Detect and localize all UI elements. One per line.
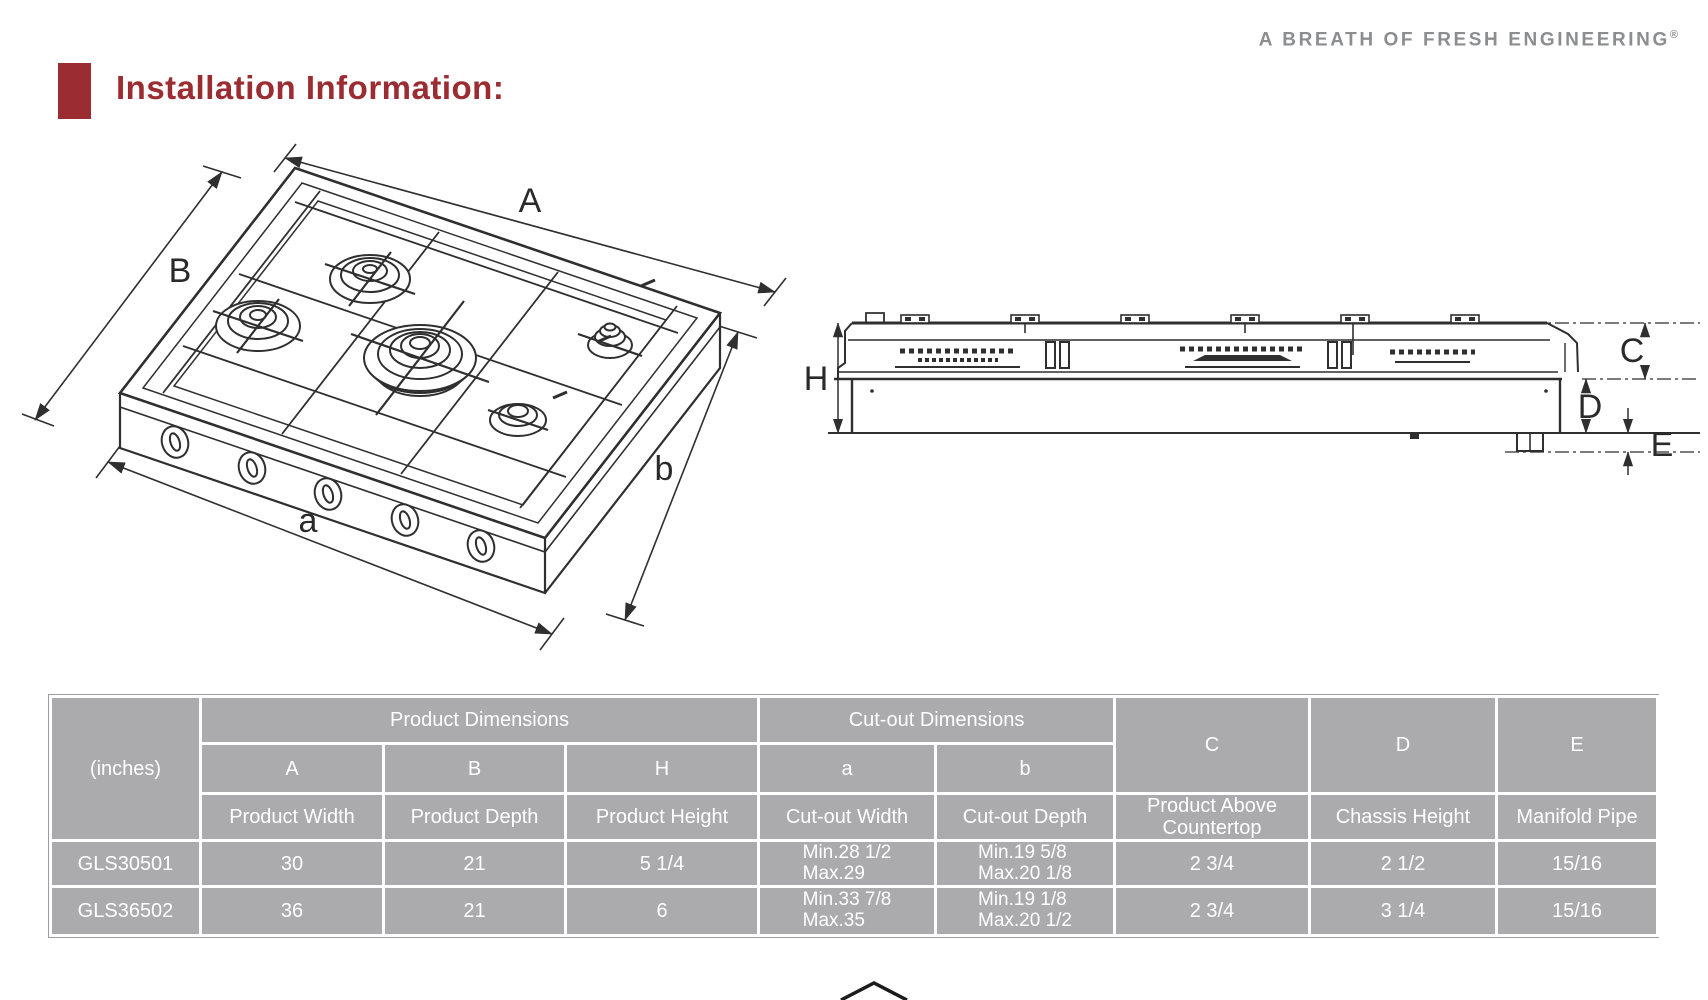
cooktop-isometric-diagram: A B a b — [21, 143, 787, 651]
cooktop-side-profile-diagram: H C D E — [804, 312, 1700, 475]
col-name-cutout-width: Cut-out Width — [757, 792, 937, 842]
col-letter-A: A — [199, 742, 385, 795]
value-A: 30 — [199, 839, 385, 888]
col-letter-b: b — [934, 742, 1116, 795]
dim-label-a: a — [299, 502, 318, 540]
value-C: 2 3/4 — [1113, 839, 1311, 888]
model-name: GLS36502 — [49, 885, 202, 937]
dimensions-table-wrap: (inches) Product Dimensions Cut-out Dime… — [48, 694, 1659, 938]
dim-label-E: E — [1651, 426, 1674, 464]
value-D: 3 1/4 — [1308, 885, 1498, 937]
col-letter-D: D — [1308, 695, 1498, 795]
value-H: 5 1/4 — [564, 839, 760, 888]
side-dimension-lines — [832, 322, 1700, 475]
col-name-product-height: Product Height — [564, 792, 760, 842]
col-name-product-depth: Product Depth — [382, 792, 567, 842]
col-name-product-above-countertop: Product Above Countertop — [1113, 792, 1311, 842]
col-name-product-width: Product Width — [199, 792, 385, 842]
value-D: 2 1/2 — [1308, 839, 1498, 888]
brand-tagline: A BREATH OF FRESH ENGINEERING® — [1259, 29, 1678, 51]
dim-label-H: H — [804, 360, 829, 398]
group-cutout-dimensions: Cut-out Dimensions — [757, 695, 1116, 745]
page-title: Installation Information: — [116, 69, 505, 106]
dim-label-D: D — [1578, 388, 1603, 426]
burner-internal-details — [870, 341, 1548, 393]
burner-center-wok — [363, 324, 477, 397]
group-product-dimensions: Product Dimensions — [199, 695, 760, 745]
value-B: 21 — [382, 885, 567, 937]
dim-label-A: A — [519, 182, 542, 220]
burner-mount-tabs — [900, 314, 1480, 355]
header-name-row: Product Width Product Depth Product Heig… — [51, 792, 1659, 842]
value-E: 15/16 — [1495, 885, 1659, 937]
dim-label-C: C — [1620, 332, 1645, 370]
value-C: 2 3/4 — [1113, 885, 1311, 937]
header-group-row: (inches) Product Dimensions Cut-out Dime… — [49, 695, 1659, 842]
col-name-chassis-height: Chassis Height — [1308, 792, 1498, 842]
dim-label-B: B — [169, 252, 192, 290]
value-H: 6 — [564, 885, 760, 937]
col-letter-a: a — [757, 742, 937, 795]
side-profile-body — [828, 312, 1700, 452]
value-A: 36 — [199, 885, 385, 937]
col-name-cutout-depth: Cut-out Depth — [934, 792, 1116, 842]
chevron-up-icon — [840, 981, 908, 1000]
iso-dimension-lines — [21, 143, 787, 651]
unit-label-cell: (inches) — [49, 695, 202, 842]
registered-mark: ® — [1669, 29, 1678, 41]
dimensions-table: (inches) Product Dimensions Cut-out Dime… — [49, 695, 1659, 937]
value-B: 21 — [382, 839, 567, 888]
col-letter-B: B — [382, 742, 567, 795]
dim-label-b: b — [655, 450, 674, 488]
col-letter-C: C — [1113, 695, 1311, 795]
section-bullet — [58, 63, 91, 119]
col-letter-E: E — [1495, 695, 1659, 795]
col-name-manifold-pipe: Manifold Pipe — [1495, 792, 1659, 842]
model-name: GLS30501 — [49, 839, 202, 888]
col-letter-H: H — [564, 742, 760, 795]
brand-tagline-text: A BREATH OF FRESH ENGINEERING — [1258, 29, 1670, 51]
header-letter-row: A B H a b — [51, 742, 1658, 795]
value-E: 15/16 — [1495, 839, 1659, 888]
